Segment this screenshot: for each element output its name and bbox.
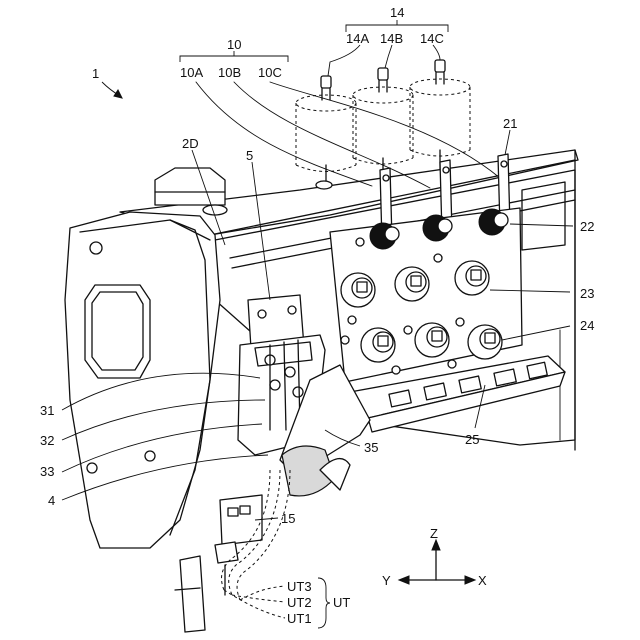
label-14a: 14A (346, 31, 369, 46)
axis-label-x: X (478, 573, 487, 588)
label-24: 24 (580, 318, 594, 333)
label-31: 31 (40, 403, 54, 418)
label-10b: 10B (218, 65, 241, 80)
label-10a: 10A (180, 65, 203, 80)
label-10: 10 (227, 37, 241, 52)
axis-label-y: Y (382, 573, 391, 588)
label-32: 32 (40, 433, 54, 448)
label-14: 14 (390, 5, 404, 20)
spool-14b (353, 68, 413, 178)
tensioner-row-24 (361, 323, 502, 362)
label-15: 15 (281, 511, 295, 526)
tension-plate (330, 208, 522, 382)
axis-label-z: Z (430, 526, 438, 541)
label-10c: 10C (258, 65, 282, 80)
label-fig-1: 1 (92, 66, 99, 81)
label-4: 4 (48, 493, 55, 508)
label-ut1: UT1 (287, 611, 312, 626)
label-2d: 2D (182, 136, 199, 151)
label-5: 5 (246, 148, 253, 163)
label-ut2: UT2 (287, 595, 312, 610)
label-22: 22 (580, 219, 594, 234)
label-ut3: UT3 (287, 579, 312, 594)
label-ut: UT (333, 595, 350, 610)
label-33: 33 (40, 464, 54, 479)
label-23: 23 (580, 286, 594, 301)
axis-indicator (399, 540, 475, 584)
label-14b: 14B (380, 31, 403, 46)
head-cover (65, 168, 227, 548)
spool-14c (410, 60, 470, 170)
label-25: 25 (465, 432, 479, 447)
label-21: 21 (503, 116, 517, 131)
label-35: 35 (364, 440, 378, 455)
label-14c: 14C (420, 31, 444, 46)
